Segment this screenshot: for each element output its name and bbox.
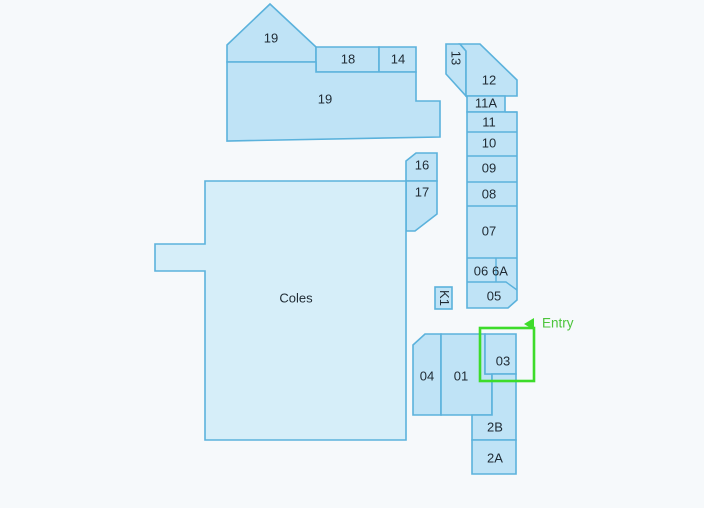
unit-17-label: 17 — [415, 184, 429, 199]
unit-19-main-label: 19 — [318, 91, 332, 106]
unit-05-label: 05 — [487, 288, 501, 303]
unit-06[interactable]: 06 — [474, 263, 488, 278]
unit-09-label: 09 — [482, 160, 496, 175]
coles-label: Coles — [279, 290, 313, 305]
unit-2a[interactable]: 2A — [471, 439, 517, 475]
unit-14[interactable]: 14 — [378, 46, 417, 73]
unit-11[interactable]: 11 — [482, 114, 496, 129]
unit-11-label: 11 — [482, 114, 496, 129]
unit-11a-label: 11A — [475, 95, 497, 110]
unit-2b-label: 2B — [487, 419, 503, 434]
unit-16[interactable]: 16 — [405, 152, 438, 182]
unit-11a[interactable]: 11A — [466, 95, 506, 113]
entry-marker: Entry — [478, 316, 574, 383]
unit-07[interactable]: 07 — [482, 223, 496, 238]
unit-18[interactable]: 18 — [315, 46, 380, 73]
unit-08[interactable]: 08 — [482, 186, 496, 201]
unit-19-top-label: 19 — [264, 30, 278, 45]
unit-04-label: 04 — [420, 368, 434, 383]
unit-16-label: 16 — [415, 157, 429, 172]
unit-6a-label: 6A — [492, 263, 508, 278]
unit-01-label: 01 — [454, 368, 468, 383]
kiosk-k1-label: K1 — [437, 290, 452, 306]
unit-18-label: 18 — [341, 51, 355, 66]
unit-12[interactable]: 12 — [458, 43, 518, 97]
unit-03[interactable]: 03 — [484, 333, 517, 375]
unit-14-label: 14 — [391, 51, 405, 66]
unit-09[interactable]: 09 — [482, 160, 496, 175]
unit-2a-label: 2A — [487, 450, 503, 465]
entry-label: Entry — [542, 316, 574, 331]
unit-13-label: 13 — [449, 51, 464, 65]
unit-10[interactable]: 10 — [482, 135, 496, 150]
unit-coles[interactable]: Coles — [154, 180, 407, 441]
unit-17[interactable]: 17 — [405, 180, 438, 232]
unit-04[interactable]: 04 — [412, 333, 442, 416]
entry-highlight-box — [478, 326, 536, 383]
unit-05[interactable]: 05 — [487, 288, 501, 303]
unit-08-label: 08 — [482, 186, 496, 201]
unit-19-main[interactable]: 19 — [226, 61, 441, 142]
unit-07-label: 07 — [482, 223, 496, 238]
unit-12-label: 12 — [482, 72, 496, 87]
kiosk-k1[interactable]: K1 — [434, 286, 453, 310]
unit-6a[interactable]: 6A — [492, 263, 508, 278]
unit-13[interactable]: 13 — [445, 43, 467, 99]
unit-19-top[interactable]: 19 — [226, 2, 317, 63]
unit-10-label: 10 — [482, 135, 496, 150]
unit-06-label: 06 — [474, 263, 488, 278]
right-column-lower — [466, 111, 518, 309]
unit-03-label: 03 — [496, 353, 510, 368]
entry-arrow-icon — [524, 318, 534, 330]
